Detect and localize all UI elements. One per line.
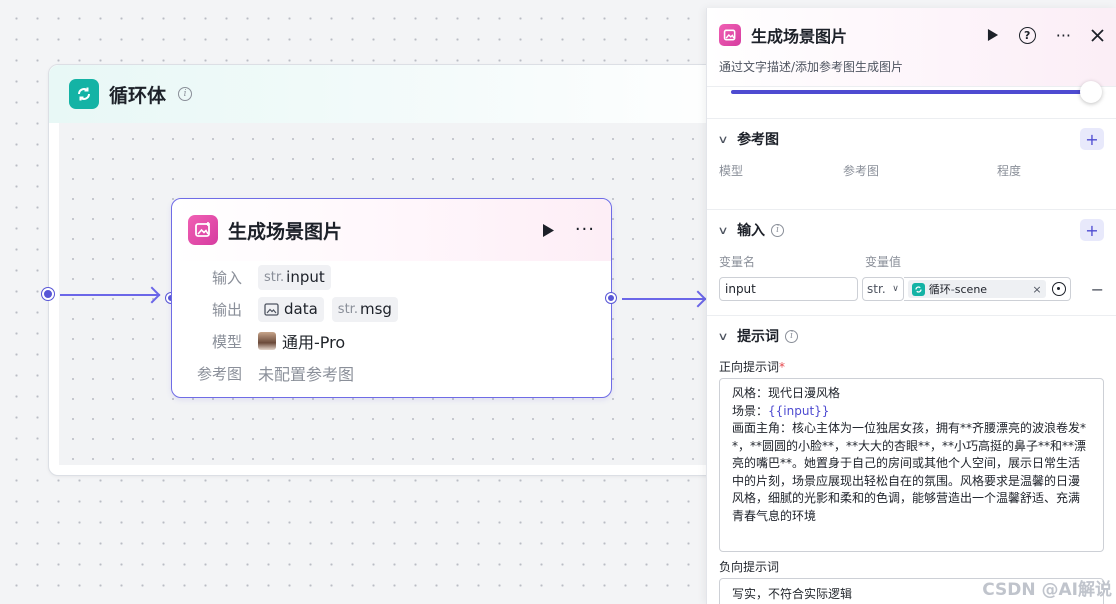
var-ref-chip[interactable]: 循环 - scene × — [907, 280, 1046, 298]
reference-column-headers: 模型 参考图 程度 — [719, 159, 1104, 181]
node-model-row: 模型 通用-Pro — [172, 325, 611, 357]
node-ref-row: 参考图 未配置参考图 — [172, 357, 611, 389]
var-name-input[interactable]: input — [719, 277, 859, 301]
input-variable-row: input str. ∨ 循环 - scene × − — [719, 272, 1104, 306]
loop-icon — [911, 282, 925, 296]
prompt-line: 画面主角：核心主体为一位独居女孩，拥有**齐腰漂亮的波浪卷发**，**圆圆的小脸… — [732, 421, 1087, 523]
node-model-value: 通用-Pro — [282, 333, 346, 352]
info-icon[interactable]: i — [178, 87, 193, 101]
more-icon[interactable]: ··· — [574, 219, 595, 240]
image-gen-node-header[interactable]: 生成场景图片 ··· — [172, 199, 611, 261]
node-ref-label: 参考图 — [196, 364, 242, 383]
prompt-section: ∨ 提示词 i 正向提示词* 风格：现代日漫风格场景：{{input}}画面主角… — [707, 315, 1116, 604]
node-model-label: 模型 — [211, 332, 242, 351]
edge-node-out[interactable] — [622, 298, 706, 300]
var-ref-var: scene — [954, 282, 988, 296]
slider-track[interactable] — [731, 90, 1091, 94]
negative-prompt-textarea[interactable]: 写实，不符合实际逻辑 — [719, 578, 1104, 604]
model-avatar — [258, 332, 276, 350]
help-icon[interactable]: ? — [1018, 26, 1036, 44]
loop-input-port[interactable] — [42, 288, 54, 300]
watermark: CSDN @AI解说 — [982, 580, 1112, 600]
type-label: str. — [264, 269, 285, 285]
input-section-title: 输入 — [737, 223, 766, 239]
var-type-value: str. — [867, 282, 886, 296]
panel-description: 通过文字描述/添加参考图生成图片 — [719, 60, 904, 74]
col-model: 模型 — [719, 163, 744, 178]
image-icon — [264, 302, 279, 316]
var-ref-sep: - — [950, 282, 955, 296]
col-degree: 程度 — [997, 163, 1022, 178]
input-section: ∨ 输入 i + 变量名 变量值 input str. ∨ 循环 - scene… — [707, 209, 1116, 315]
loop-node-header[interactable]: 循环体 i — [49, 65, 747, 123]
node-output-msg-tag: str.msg — [331, 296, 398, 322]
col-ref: 参考图 — [843, 163, 880, 178]
play-icon[interactable] — [987, 28, 999, 42]
add-reference-button[interactable]: + — [1080, 128, 1104, 150]
target-icon[interactable] — [1051, 282, 1066, 296]
prompt-variable: {{input}} — [768, 403, 830, 418]
chevron-down-icon[interactable]: ∨ — [717, 329, 729, 343]
remove-input-button[interactable]: − — [1090, 279, 1104, 299]
reference-section: ∨ 参考图 + 模型 参考图 程度 — [707, 118, 1116, 209]
info-icon[interactable]: i — [771, 223, 785, 237]
var-value-reference[interactable]: 循环 - scene × — [903, 277, 1071, 301]
prompt-text: 场景： — [732, 403, 769, 418]
chevron-down-icon[interactable]: ∨ — [717, 132, 729, 146]
add-input-button[interactable]: + — [1080, 219, 1104, 241]
node-input-row: 输入 str.input — [172, 261, 611, 293]
node-input-tag: str.input — [258, 264, 331, 290]
clear-icon[interactable]: × — [1032, 282, 1042, 296]
col-var-value: 变量值 — [865, 254, 902, 269]
panel-header: 生成场景图片 ? ··· 通过文字描述/添加参考图生成图片 — [707, 8, 1116, 86]
slider-thumb[interactable] — [1080, 81, 1102, 103]
node-output-label: 输出 — [211, 300, 242, 319]
node-output-port[interactable] — [606, 293, 616, 303]
positive-prompt-textarea[interactable]: 风格：现代日漫风格场景：{{input}}画面主角：核心主体为一位独居女孩，拥有… — [719, 378, 1104, 552]
panel-title: 生成场景图片 — [751, 27, 848, 46]
prompt-line: 场景：{{input}} — [732, 403, 1091, 421]
image-gen-icon — [188, 215, 218, 245]
image-gen-node-title: 生成场景图片 — [228, 220, 343, 243]
close-icon[interactable] — [1091, 28, 1104, 42]
prompt-line: 风格：现代日漫风格 — [732, 386, 841, 400]
degree-slider[interactable] — [707, 81, 1116, 106]
col-var-name: 变量名 — [719, 254, 756, 269]
more-icon[interactable]: ··· — [1055, 25, 1071, 45]
play-icon[interactable] — [541, 222, 557, 238]
node-output-msg: msg — [359, 300, 392, 318]
positive-prompt-label: 正向提示词* — [719, 360, 786, 374]
chevron-down-icon[interactable]: ∨ — [717, 223, 729, 237]
prompt-section-title: 提示词 — [737, 329, 780, 345]
chevron-down-icon: ∨ — [892, 284, 899, 294]
negative-prompt-label: 负向提示词 — [719, 560, 780, 574]
node-input-label: 输入 — [211, 268, 242, 287]
image-gen-icon — [719, 24, 741, 46]
node-output-row: 输出 data str.msg — [172, 293, 611, 325]
loop-node-title: 循环体 — [109, 84, 167, 107]
edge-loop-to-node[interactable] — [60, 294, 160, 296]
node-input-value: input — [286, 268, 325, 286]
info-icon[interactable]: i — [785, 329, 799, 343]
node-config-panel[interactable]: 生成场景图片 ? ··· 通过文字描述/添加参考图生成图片 ∨ 参考图 + 模型… — [706, 8, 1116, 604]
node-ref-value: 未配置参考图 — [258, 365, 355, 384]
reference-section-title: 参考图 — [737, 132, 780, 148]
input-column-headers: 变量名 变量值 — [719, 250, 1104, 272]
positive-prompt-label-text: 正向提示词 — [719, 360, 780, 374]
type-label: str. — [337, 301, 358, 317]
loop-icon — [69, 79, 99, 109]
image-gen-node[interactable]: 生成场景图片 ··· 输入 str.input 输出 data str.msg … — [171, 198, 612, 398]
var-ref-source: 循环 — [928, 283, 951, 296]
node-output-data-tag: data — [258, 296, 324, 322]
var-type-select[interactable]: str. ∨ — [862, 277, 904, 301]
node-output-data: data — [284, 300, 318, 318]
